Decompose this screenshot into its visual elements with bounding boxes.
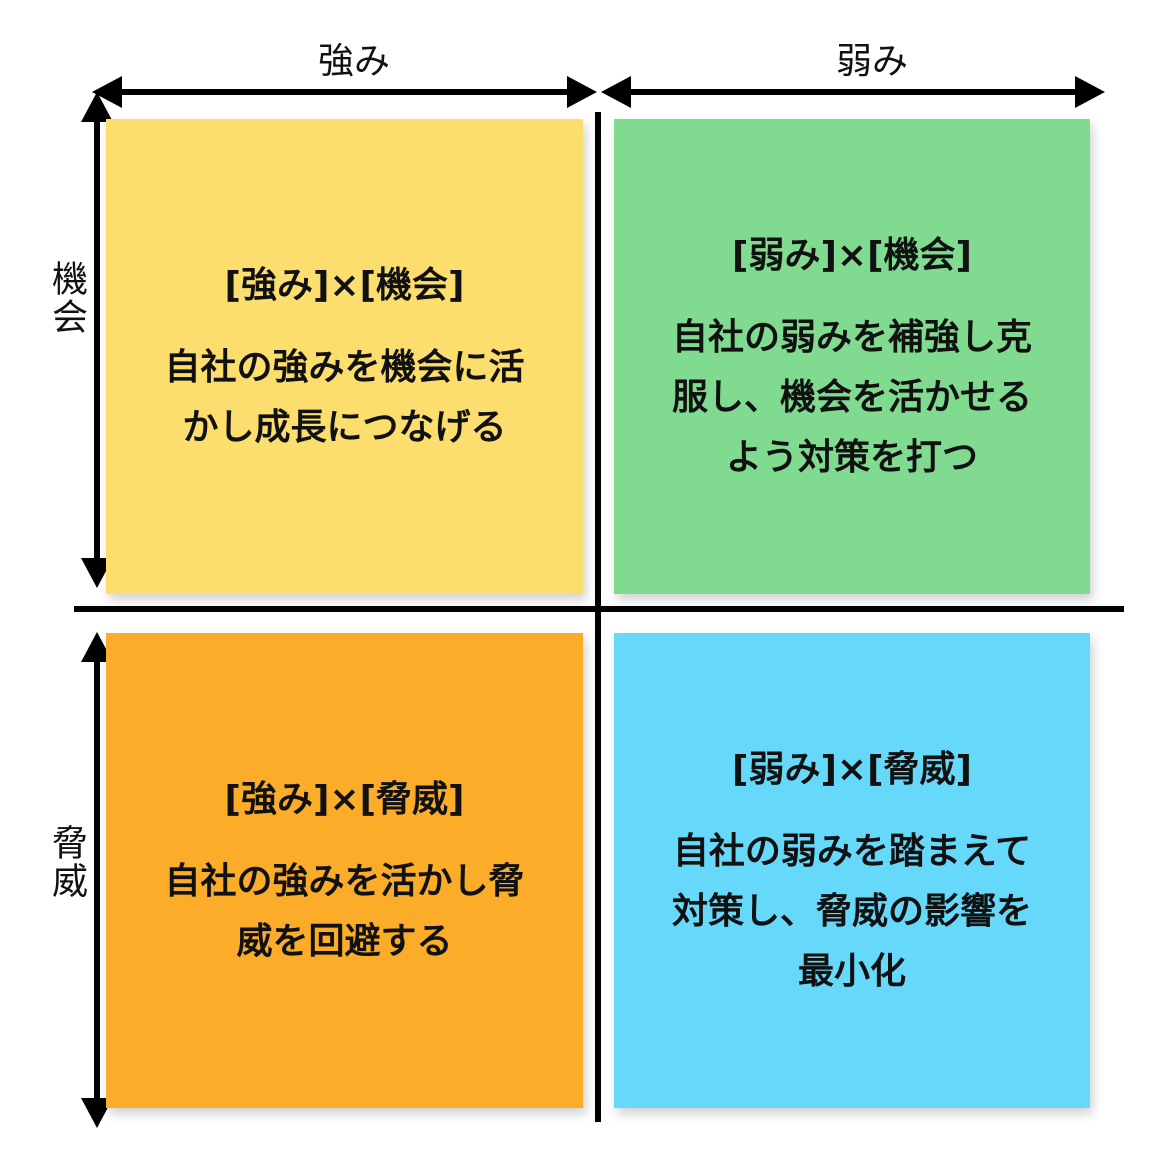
strength-arrow-left <box>92 76 122 108</box>
quadrant-text-line: かし成長につなげる <box>182 406 507 448</box>
opportunity-arrow-up <box>81 92 113 122</box>
quadrant-text-line: 最小化 <box>797 950 906 992</box>
quadrant-strength-opportunity: [強み]×[機会] 自社の強みを機会に活 かし成長につなげる <box>106 119 583 594</box>
quadrant-title: [強み]×[機会] <box>224 264 465 306</box>
weakness-axis-label: 弱み <box>836 41 909 82</box>
weakness-arrow-right <box>1075 76 1105 108</box>
quadrant-text-line: 自社の強みを活かし脅 <box>164 860 525 902</box>
quadrant-title: [弱み]×[脅威] <box>732 748 972 790</box>
quadrant-text-line: 服し、機会を活かせる <box>671 376 1032 418</box>
opportunity-axis-label: 機会 <box>46 260 87 336</box>
quadrant-strength-threat: [強み]×[脅威] 自社の強みを活かし脅 威を回避する <box>106 633 583 1108</box>
quadrant-text-line: 自社の強みを機会に活 <box>164 346 525 388</box>
strength-arrow-right <box>567 76 597 108</box>
weakness-arrow-left <box>601 76 631 108</box>
opportunity-arrow-down <box>81 558 113 588</box>
threat-arrow-down <box>81 1098 113 1128</box>
threat-axis-label: 脅威 <box>46 824 87 900</box>
strength-axis-label: 強み <box>318 41 391 82</box>
quadrant-title: [弱み]×[機会] <box>732 234 972 276</box>
quadrant-weakness-threat: [弱み]×[脅威] 自社の弱みを踏まえて 対策し、脅威の影響を 最小化 <box>614 633 1090 1108</box>
quadrant-text-line: よう対策を打つ <box>725 436 978 478</box>
threat-arrow-up <box>81 632 113 662</box>
quadrant-text-line: 威を回避する <box>236 920 453 962</box>
quadrant-text-line: 対策し、脅威の影響を <box>671 890 1032 932</box>
quadrant-text-line: 自社の弱みを踏まえて <box>672 830 1032 872</box>
quadrant-weakness-opportunity: [弱み]×[機会] 自社の弱みを補強し克 服し、機会を活かせる よう対策を打つ <box>614 119 1090 594</box>
quadrant-title: [強み]×[脅威] <box>224 778 465 820</box>
quadrant-text-line: 自社の弱みを補強し克 <box>671 316 1032 358</box>
